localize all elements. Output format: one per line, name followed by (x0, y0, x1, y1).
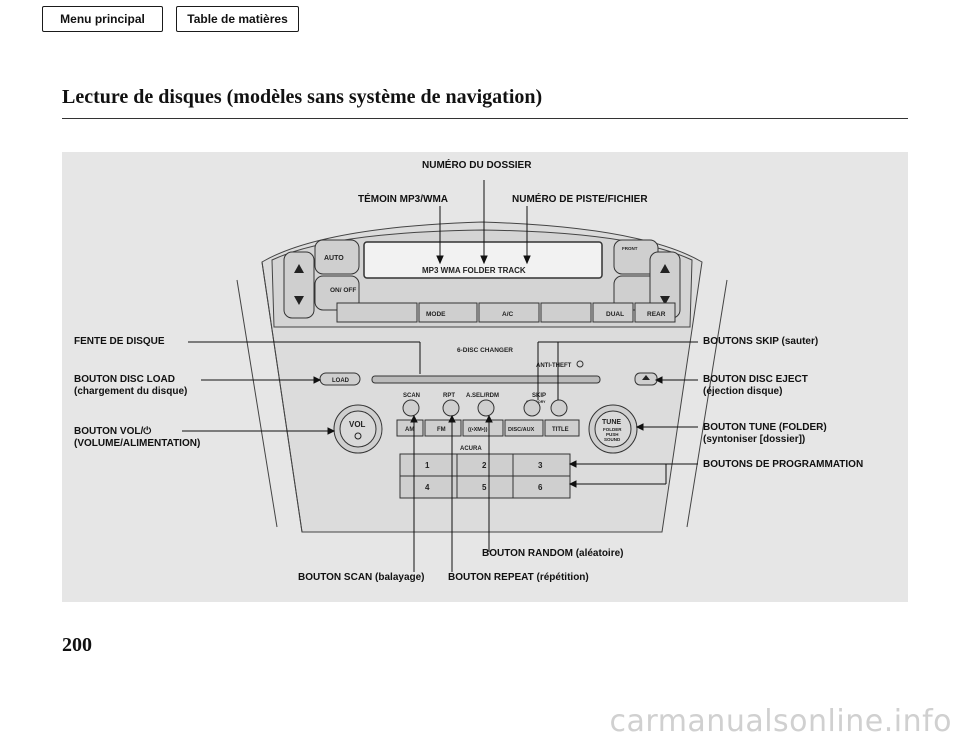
table-of-contents-button[interactable]: Table de matières (176, 6, 299, 32)
ac-button[interactable] (478, 302, 540, 323)
scan-label: SCAN (403, 393, 420, 399)
auto-label: AUTO (324, 255, 344, 262)
front-label: FRONT (622, 246, 638, 251)
callout-lines (182, 180, 698, 572)
disc-aux-button[interactable] (504, 419, 544, 437)
skip-forward-button[interactable] (550, 399, 568, 417)
disc-aux-label: DISC/AUX (508, 427, 535, 433)
am-button[interactable] (396, 419, 424, 437)
disc-eject-title: BOUTON DISC EJECT (703, 374, 808, 385)
random-button-label: BOUTON RANDOM (aléatoire) (482, 548, 624, 559)
radio-panel-illustration: MP3 WMA FOLDER TRACK AUTO ON/ OFF FRONT … (182, 180, 728, 572)
disc-slot[interactable] (371, 375, 601, 384)
am-label: AM (405, 427, 414, 433)
repeat-button[interactable] (442, 399, 460, 417)
disc-load-label: BOUTON DISC LOAD (chargement du disque) (74, 374, 187, 398)
xm-label: ((•XM•)) (468, 427, 488, 433)
disc-slot-label: FENTE DE DISQUE (74, 336, 165, 347)
preset-6-button[interactable]: 6 (538, 483, 543, 492)
up-arrow-icon (294, 264, 304, 273)
folder-label: FOLDER (603, 427, 622, 432)
load-button[interactable] (319, 372, 361, 386)
title-button[interactable] (544, 419, 580, 437)
preset-1-button[interactable]: 1 (425, 461, 430, 470)
recirculation-button[interactable] (540, 302, 592, 323)
folder-number-label: NUMÉRO DU DOSSIER (422, 160, 532, 171)
dual-button[interactable] (592, 302, 634, 323)
display-text: MP3 WMA FOLDER TRACK (422, 266, 526, 275)
preset-3-button[interactable]: 3 (538, 461, 543, 470)
down-arrow-icon (660, 296, 670, 305)
rear-button[interactable] (634, 302, 676, 323)
skip-back-button[interactable] (523, 399, 541, 417)
vol-label: BOUTON VOL/⏻ (VOLUME/ALIMENTATION) (74, 426, 200, 450)
disc-eject-label: BOUTON DISC EJECT (éjection disque) (703, 374, 808, 398)
on-off-label: ON/ OFF (330, 287, 356, 294)
vol-knob-inner (339, 410, 377, 448)
disc-eject-subtitle: (éjection disque) (703, 386, 783, 397)
power-icon (354, 432, 362, 440)
skip-label: SKIP (532, 393, 546, 399)
fm-label: FM (437, 427, 446, 433)
tune-title: BOUTON TUNE (FOLDER) (703, 422, 827, 433)
disc-load-title: BOUTON DISC LOAD (74, 374, 175, 385)
sound-label: SOUND (604, 437, 621, 442)
scan-button[interactable] (402, 399, 420, 417)
tune-label: TUNE (602, 419, 621, 426)
dual-label: DUAL (606, 311, 624, 318)
watermark: carmanualsonline.info (609, 704, 952, 739)
asel-label: A.SEL/RDM (466, 393, 499, 399)
track-number-label: NUMÉRO DE PISTE/FICHIER (512, 194, 648, 205)
vol-subtitle: (VOLUME/ALIMENTATION) (74, 438, 201, 449)
preset-4-button[interactable]: 4 (425, 483, 430, 492)
xm-button[interactable] (462, 419, 504, 437)
tune-label: BOUTON TUNE (FOLDER) (syntoniser [dossie… (703, 422, 827, 446)
changer-label: 6-DISC CHANGER (457, 347, 513, 354)
scan-button-label: BOUTON SCAN (balayage) (298, 572, 425, 583)
preset-buttons-label: BOUTONS DE PROGRAMMATION (703, 459, 864, 470)
preset-2-button[interactable]: 2 (482, 461, 487, 470)
rear-label: REAR (647, 311, 666, 318)
mp3-indicator-label: TÉMOIN MP3/WMA (358, 194, 448, 205)
disc-load-subtitle: (chargement du disque) (74, 386, 188, 397)
title-rule (62, 118, 908, 119)
up-arrow-icon (660, 264, 670, 273)
push-label: PUSH (606, 432, 619, 437)
vol-title: BOUTON VOL/⏻ (74, 426, 152, 437)
main-menu-button[interactable]: Menu principal (42, 6, 163, 32)
auto-button[interactable] (314, 239, 360, 275)
brand-logo: ACURA (460, 446, 482, 452)
vol-label: VOL (349, 420, 366, 429)
load-label: LOAD (332, 378, 350, 384)
random-button[interactable] (477, 399, 495, 417)
page-title: Lecture de disques (modèles sans système… (62, 86, 543, 108)
preset-5-button[interactable]: 5 (482, 483, 487, 492)
page-number: 200 (62, 634, 92, 656)
ac-label: A/C (502, 311, 514, 318)
tune-knob-inner (594, 410, 632, 448)
eject-icon (642, 375, 650, 380)
radio-panel-figure: MP3 WMA FOLDER TRACK AUTO ON/ OFF FRONT … (62, 152, 908, 602)
mode-label: MODE (426, 311, 446, 318)
down-arrow-icon (294, 296, 304, 305)
skip-buttons-label: BOUTONS SKIP (sauter) (703, 336, 819, 347)
temp-left-buttons[interactable] (283, 251, 315, 319)
tune-subtitle: (syntoniser [dossier]) (703, 434, 806, 445)
anti-theft-indicator (576, 360, 584, 368)
repeat-button-label: BOUTON REPEAT (répétition) (448, 572, 589, 583)
rpt-label: RPT (443, 393, 455, 399)
fan-buttons[interactable] (336, 302, 418, 323)
anti-theft-label: ANTI-THEFT (536, 363, 572, 369)
mode-button[interactable] (418, 302, 478, 323)
title-label: TITLE (552, 427, 569, 433)
